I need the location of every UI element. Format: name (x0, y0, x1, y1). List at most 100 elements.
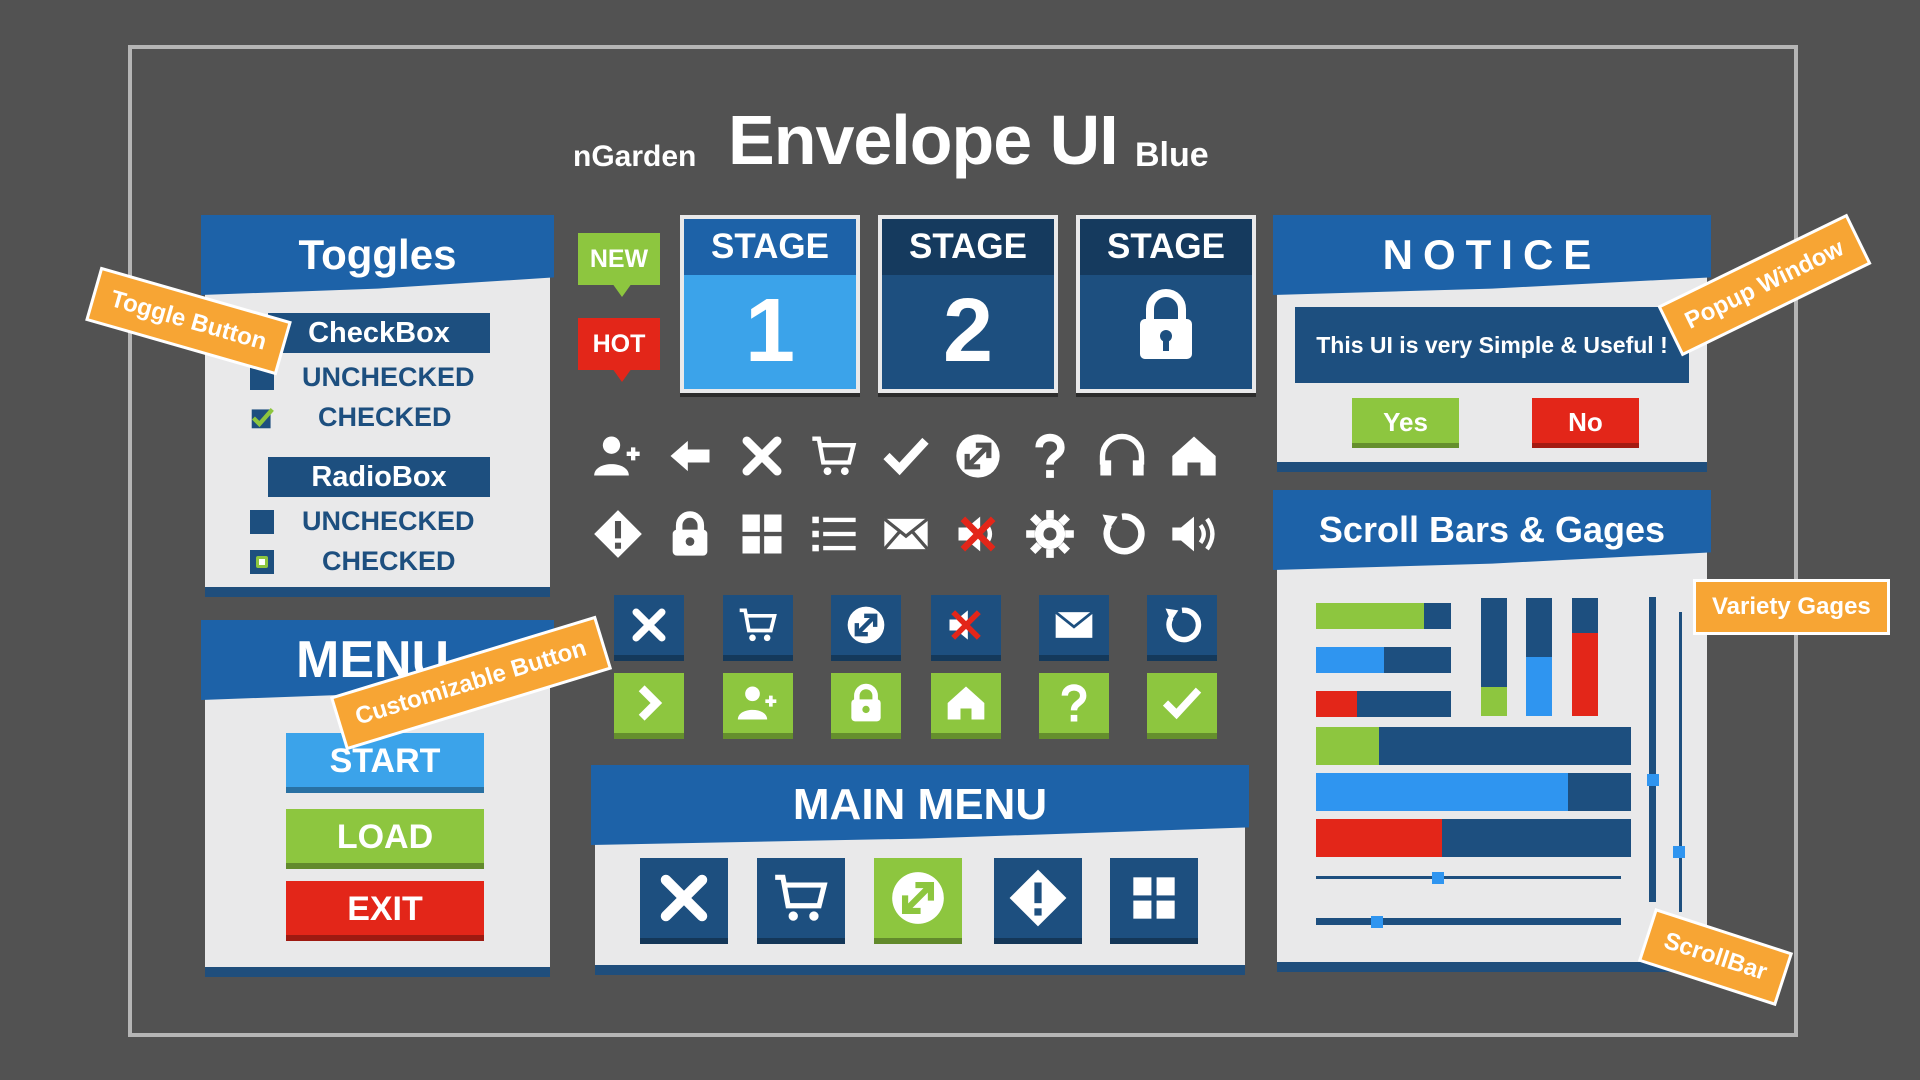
grid-icon (1133, 877, 1175, 919)
slider-knob[interactable] (1432, 872, 1444, 884)
toggles-panel: Toggles CheckBox UNCHECKED CHECKED Radio… (201, 215, 554, 595)
radio-section-label: RadioBox (268, 457, 490, 497)
horizontal-slider[interactable] (1316, 876, 1621, 879)
horizontal-slider[interactable] (1316, 918, 1621, 925)
back-arrow-icon[interactable] (662, 428, 718, 484)
showcase-frame (128, 45, 1798, 1037)
main-menu-alert-button[interactable] (994, 858, 1082, 944)
headphones-icon[interactable] (1094, 428, 1150, 484)
alert-icon[interactable] (590, 506, 646, 562)
square-home-button[interactable] (931, 673, 1001, 739)
add-user-icon[interactable] (590, 428, 646, 484)
main-menu-title: MAIN MENU (591, 765, 1249, 845)
square-expand-button[interactable] (831, 595, 901, 661)
cart-icon (739, 608, 777, 642)
gage-fill (1316, 773, 1568, 811)
mute-icon[interactable] (950, 506, 1006, 562)
start-button[interactable]: START (286, 733, 484, 793)
expand-icon (892, 872, 944, 924)
gage-fill (1572, 633, 1598, 716)
gage-fill (1526, 657, 1552, 716)
chevron-right-icon (638, 685, 663, 721)
load-button[interactable]: LOAD (286, 809, 484, 869)
radio-checked[interactable]: CHECKED (250, 546, 456, 577)
vertical-scrollbar[interactable] (1649, 597, 1656, 902)
radio-unchecked-label: UNCHECKED (302, 506, 475, 536)
mail-icon (1054, 611, 1094, 638)
gage-fill (1316, 603, 1424, 629)
square-add-user-button[interactable] (723, 673, 793, 739)
scrollbar-thumb[interactable] (1673, 846, 1685, 858)
volume-icon[interactable] (1166, 506, 1222, 562)
square-lock-button[interactable] (831, 673, 901, 739)
yes-button[interactable]: Yes (1352, 398, 1459, 448)
gage-fill (1316, 727, 1379, 765)
square-close-button[interactable] (614, 595, 684, 661)
square-next-button[interactable] (614, 673, 684, 739)
square-mail-button[interactable] (1039, 595, 1109, 661)
exit-button[interactable]: EXIT (286, 881, 484, 941)
stage-card-1[interactable]: STAGE 1 (680, 215, 860, 393)
alert-icon (1009, 869, 1067, 927)
square-cart-button[interactable] (723, 595, 793, 661)
question-icon (1061, 684, 1087, 722)
checkmark-icon[interactable] (878, 428, 934, 484)
horizontal-gage (1316, 819, 1631, 857)
radio-checked-dot[interactable] (250, 549, 274, 574)
home-icon[interactable] (1166, 428, 1222, 484)
lock-icon (1080, 275, 1252, 361)
radio-unchecked-box[interactable] (250, 509, 274, 534)
cart-icon[interactable] (806, 428, 862, 484)
main-menu-grid-button[interactable] (1110, 858, 1198, 944)
variant-label: Blue (1135, 136, 1209, 174)
lock-icon[interactable] (662, 506, 718, 562)
page-header: nGarden Envelope UI Blue (0, 100, 1920, 180)
main-menu-close-button[interactable] (640, 858, 728, 944)
lock-icon (851, 683, 881, 722)
stage-2-number: 2 (942, 281, 994, 381)
square-confirm-button[interactable] (1147, 673, 1217, 739)
checkbox-checked[interactable]: CHECKED (250, 402, 452, 433)
grid-icon[interactable] (734, 506, 790, 562)
notice-title: NOTICE (1273, 215, 1711, 295)
checkbox-unchecked-label: UNCHECKED (302, 362, 475, 392)
gage-fill (1316, 691, 1357, 717)
square-refresh-button[interactable] (1147, 595, 1217, 661)
gear-icon[interactable] (1022, 506, 1078, 562)
stage-card-2[interactable]: STAGE 2 (878, 215, 1058, 393)
callout-variety-gages: Variety Gages (1696, 582, 1887, 632)
check-icon[interactable] (250, 406, 274, 430)
stage-card-3-locked[interactable]: STAGE (1076, 215, 1256, 393)
mail-icon[interactable] (878, 506, 934, 562)
close-icon[interactable] (734, 428, 790, 484)
no-button[interactable]: No (1532, 398, 1639, 448)
list-icon[interactable] (806, 506, 862, 562)
expand-icon[interactable] (950, 428, 1006, 484)
mute-icon (949, 610, 981, 640)
checkbox-checked-label: CHECKED (318, 402, 452, 432)
gage-fill (1316, 647, 1384, 673)
main-menu-cart-button[interactable] (757, 858, 845, 944)
square-mute-button[interactable] (931, 595, 1001, 661)
vertical-gage (1572, 598, 1598, 716)
checkbox-section-label: CheckBox (268, 313, 490, 353)
new-badge-tail (612, 283, 632, 297)
main-menu-expand-button[interactable] (874, 858, 962, 944)
toggles-title: Toggles (201, 215, 554, 295)
hot-badge: HOT (578, 318, 660, 370)
square-help-button[interactable] (1039, 673, 1109, 739)
scrollbar-thumb[interactable] (1647, 774, 1659, 786)
gauges-title: Scroll Bars & Gages (1273, 490, 1711, 570)
horizontal-gage (1316, 773, 1631, 811)
close-icon (660, 874, 708, 922)
horizontal-gage (1316, 727, 1631, 765)
checkbox-unchecked[interactable]: UNCHECKED (250, 362, 475, 393)
horizontal-gage (1316, 647, 1451, 673)
slider-knob[interactable] (1371, 916, 1383, 928)
vertical-scrollbar[interactable] (1679, 612, 1682, 912)
vertical-gage (1526, 598, 1552, 716)
question-icon[interactable] (1022, 428, 1078, 484)
radio-unchecked[interactable]: UNCHECKED (250, 506, 475, 537)
close-icon (632, 608, 666, 642)
refresh-icon[interactable] (1094, 506, 1150, 562)
